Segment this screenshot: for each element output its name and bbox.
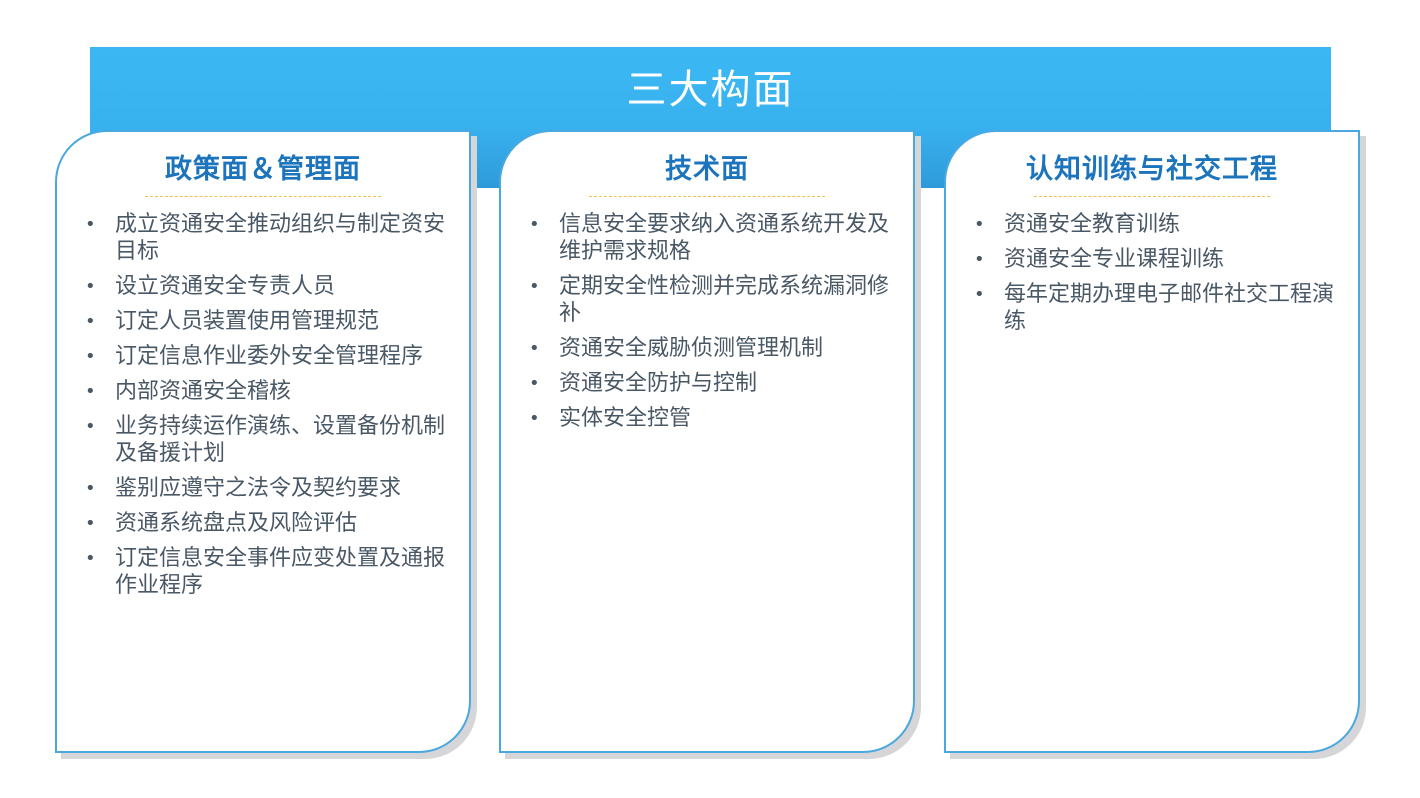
bullet-icon: •: [85, 416, 96, 437]
title-divider: [589, 196, 825, 197]
column-title: 技术面: [665, 154, 749, 185]
bullet-icon: •: [85, 381, 96, 402]
bullet-icon: •: [529, 276, 540, 297]
list-item: •资通安全防护与控制: [529, 371, 758, 396]
bullet-icon: •: [974, 249, 985, 270]
bullet-icon: •: [529, 338, 540, 359]
bullet-icon: •: [85, 548, 96, 569]
title-divider: [145, 196, 381, 197]
item-list: •资通安全教育训练 •资通安全专业课程训练 •每年定期办理电子邮件社交工程演练: [946, 211, 1358, 335]
bullet-icon: •: [85, 276, 96, 297]
column-title: 政策面＆管理面: [165, 154, 361, 185]
list-item: •订定信息作业委外安全管理程序: [85, 344, 424, 369]
list-item: •设立资通安全专责人员: [85, 274, 336, 299]
title-divider: [1034, 196, 1270, 197]
list-item: •订定人员装置使用管理规范: [85, 309, 380, 334]
bullet-icon: •: [529, 214, 540, 235]
list-item: •定期安全性检测并完成系统漏洞修补: [529, 274, 890, 326]
list-item: •内部资通安全稽核: [85, 379, 292, 404]
list-item: •资通系统盘点及风险评估: [85, 511, 358, 536]
column-awareness-social-engineering: 认知训练与社交工程 •资通安全教育训练 •资通安全专业课程训练 •每年定期办理电…: [944, 130, 1360, 753]
list-item: •资通安全教育训练: [974, 212, 1181, 237]
bullet-icon: •: [529, 373, 540, 394]
list-item: •信息安全要求纳入资通系统开发及维护需求规格: [529, 212, 890, 264]
column-policy-management: 政策面＆管理面 •成立资通安全推动组织与制定资安目标 •设立资通安全专责人员 •…: [55, 130, 471, 753]
list-item: •业务持续运作演练、设置备份机制及备援计划: [85, 414, 446, 466]
bullet-icon: •: [85, 513, 96, 534]
column-technical: 技术面 •信息安全要求纳入资通系统开发及维护需求规格 •定期安全性检测并完成系统…: [499, 130, 915, 753]
list-item: •资通安全威胁侦测管理机制: [529, 336, 824, 361]
page-title: 三大构面: [626, 67, 795, 113]
column-title: 认知训练与社交工程: [1026, 154, 1278, 185]
list-item: •每年定期办理电子邮件社交工程演练: [974, 282, 1335, 334]
list-item: •成立资通安全推动组织与制定资安目标: [85, 212, 446, 264]
list-item: •订定信息安全事件应变处置及通报作业程序: [85, 546, 446, 598]
item-list: •成立资通安全推动组织与制定资安目标 •设立资通安全专责人员 •订定人员装置使用…: [57, 211, 469, 599]
list-item: •鉴别应遵守之法令及契约要求: [85, 476, 402, 501]
bullet-icon: •: [85, 214, 96, 235]
list-item: •实体安全控管: [529, 406, 692, 431]
bullet-icon: •: [974, 214, 985, 235]
item-list: •信息安全要求纳入资通系统开发及维护需求规格 •定期安全性检测并完成系统漏洞修补…: [501, 211, 913, 432]
bullet-icon: •: [85, 478, 96, 499]
bullet-icon: •: [974, 284, 985, 305]
bullet-icon: •: [529, 408, 540, 429]
bullet-icon: •: [85, 311, 96, 332]
bullet-icon: •: [85, 346, 96, 367]
list-item: •资通安全专业课程训练: [974, 247, 1225, 272]
